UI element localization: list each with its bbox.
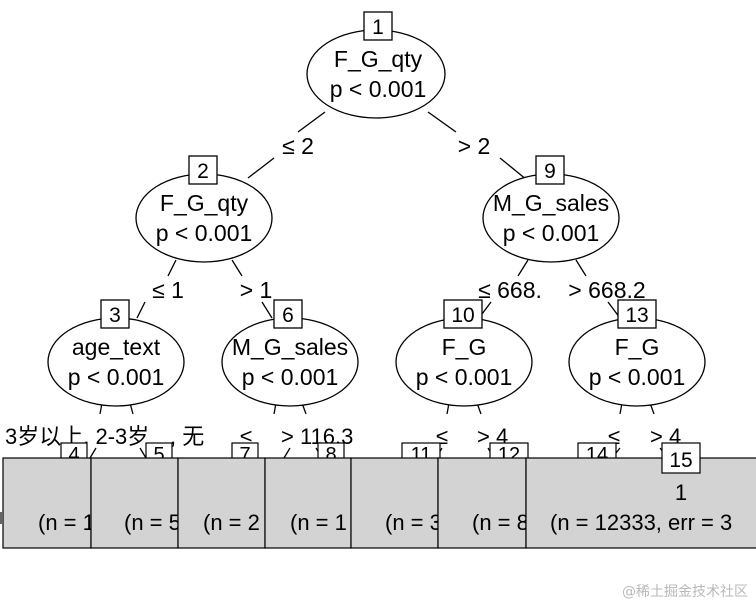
node-id: 9: [544, 160, 556, 183]
leaf-stat: (n = 2: [203, 510, 260, 535]
node-variable: M_G_sales: [493, 190, 609, 216]
tree-node-10: 10 F_G p < 0.001: [395, 299, 533, 407]
tree-node-6: 6 M_G_sales p < 0.001: [221, 299, 359, 407]
node-id: 1: [372, 16, 384, 39]
node-p-value: p < 0.001: [330, 76, 427, 102]
edge-label-n2-left: ≤ 1: [152, 277, 184, 303]
node-p-value: p < 0.001: [503, 220, 600, 246]
leaf-id: 15: [669, 449, 692, 472]
leaf-stat: (n = 1: [38, 510, 95, 535]
leaf-id: 8: [325, 444, 336, 466]
node-variable: age_text: [72, 334, 161, 360]
node-p-value: p < 0.001: [416, 364, 513, 390]
leaf-stat: (n = 8: [472, 510, 529, 535]
node-p-value: p < 0.001: [68, 364, 165, 390]
tree-node-9: 9 M_G_sales p < 0.001: [482, 155, 620, 263]
edge-label-n3-right: , 无: [170, 424, 204, 449]
leaf-node-15: 15 1 (n = 12333, err = 3: [525, 442, 756, 549]
tree-node-13: 13 F_G p < 0.001: [568, 299, 706, 407]
leaf-node-8: 8 (n = 1: [264, 442, 352, 549]
node-p-value: p < 0.001: [589, 364, 686, 390]
leaf-stat: (n = 5: [124, 510, 181, 535]
edge-label-n1-left: ≤ 2: [282, 133, 314, 159]
leaf-id: 7: [239, 444, 250, 466]
leaf-node-12: 12 (n = 8: [437, 442, 529, 549]
node-p-value: p < 0.001: [242, 364, 339, 390]
node-variable: F_G: [442, 334, 487, 360]
tree-node-1: 1 F_G_qty p < 0.001: [306, 11, 446, 119]
leaf-stat: (n = 12333, err = 3: [550, 510, 732, 535]
leaf-node-4: 4 (n = 1: [2, 442, 95, 549]
watermark: @稀土掘金技术社区: [622, 584, 748, 600]
node-variable: F_G_qty: [160, 190, 249, 216]
tree-node-2: 2 F_G_qty p < 0.001: [135, 155, 273, 263]
tree-node-3: 3 age_text p < 0.001: [47, 299, 185, 407]
edge-label-n1-right: > 2: [458, 133, 491, 159]
node-p-value: p < 0.001: [156, 220, 253, 246]
leaf-node-5: 5 (n = 5: [90, 442, 181, 549]
leaf-stat: (n = 1: [290, 510, 347, 535]
leaf-id: 5: [153, 444, 164, 466]
leaf-panels: 4 (n = 1 5 (n = 5 7 (n = 2 8 (n = 1: [0, 442, 756, 549]
node-id: 10: [451, 304, 474, 327]
leaf-id: 4: [68, 444, 79, 466]
node-id: 13: [625, 304, 648, 327]
node-id: 6: [282, 304, 294, 327]
edge-label-n2-right: > 1: [240, 277, 273, 303]
node-variable: M_G_sales: [232, 334, 348, 360]
node-variable: F_G_qty: [334, 46, 423, 72]
leaf-value: 1: [675, 480, 687, 505]
node-id: 2: [197, 160, 209, 183]
node-id: 3: [109, 304, 121, 327]
node-variable: F_G: [615, 334, 660, 360]
leaf-node-7: 7 (n = 2: [177, 442, 266, 549]
edge-label-n9-right: > 668.2: [568, 277, 645, 303]
leaf-stat: (n = 3: [385, 510, 442, 535]
leaf-node-11: 11 (n = 3: [350, 442, 442, 549]
edge-label-n9-left: ≤ 668.: [478, 277, 542, 303]
